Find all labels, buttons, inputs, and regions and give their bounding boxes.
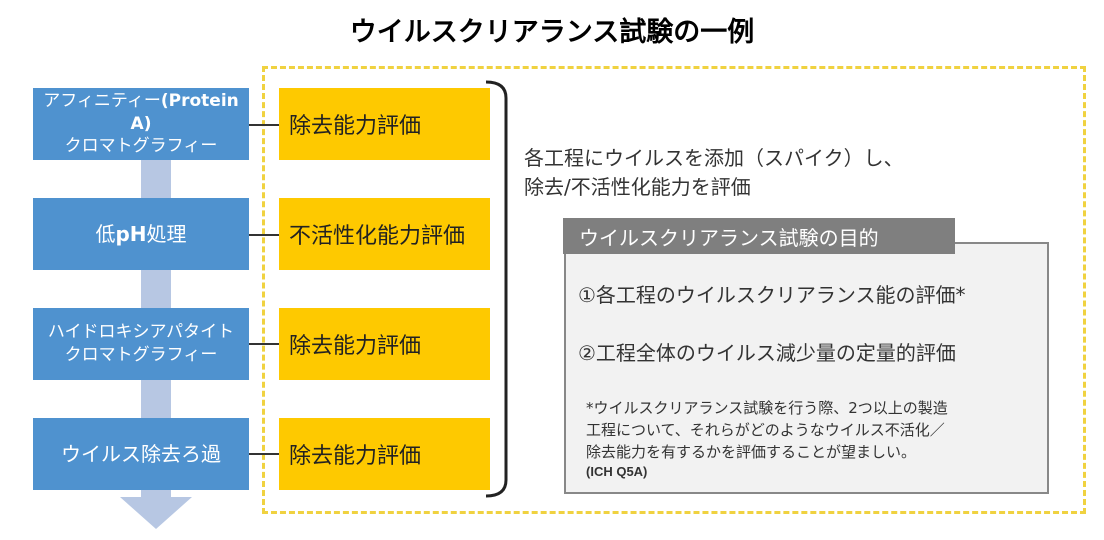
- spike-description-line2: 除去/不活性化能力を評価: [524, 175, 751, 199]
- connector-2: [249, 234, 279, 236]
- step-affinity-chromatography: アフィニティー(Protein A) クロマトグラフィー: [33, 88, 249, 160]
- note-reference: (ICH Q5A): [586, 464, 648, 480]
- eval-box-4: 除去能力評価: [279, 418, 490, 490]
- step-hydroxyapatite-chromatography: ハイドロキシアパタイト クロマトグラフィー: [33, 308, 249, 380]
- purpose-title: ウイルスクリアランス試験の目的: [563, 218, 955, 254]
- connector-4: [249, 453, 279, 455]
- step-2-label: 低pH処理: [95, 221, 186, 248]
- connector-1: [249, 124, 279, 126]
- purpose-item-1: ①各工程のウイルスクリアランス能の評価*: [578, 283, 966, 307]
- purpose-item-2: ②工程全体のウイルス減少量の定量的評価: [578, 341, 956, 365]
- note-line-1: *ウイルスクリアランス試験を行う際、2つ以上の製造: [586, 399, 948, 417]
- note-line-2: 工程について、それらがどのようなウイルス不活化／: [586, 420, 945, 439]
- eval-box-1: 除去能力評価: [279, 88, 490, 160]
- spike-description: 各工程にウイルスを添加（スパイク）し、 除去/不活性化能力を評価: [524, 144, 904, 202]
- note-line-3: 除去能力を有するかを評価することが望ましい。: [586, 442, 917, 461]
- step-1-line2: クロマトグラフィー: [64, 136, 218, 157]
- step-2-label-a: 低: [95, 221, 116, 246]
- diagram-title: ウイルスクリアランス試験の一例: [349, 17, 755, 48]
- purpose-note: *ウイルスクリアランス試験を行う際、2つ以上の製造 工程について、それらがどのよ…: [586, 398, 1046, 482]
- eval-box-2: 不活性化能力評価: [279, 198, 490, 270]
- step-2-label-c: 処理: [146, 221, 187, 246]
- step-1-line1-jp: アフィニティー: [43, 90, 161, 111]
- connector-3: [249, 343, 279, 345]
- evaluation-scope-frame: [262, 66, 1086, 514]
- step-virus-filtration: ウイルス除去ろ過: [33, 418, 249, 490]
- process-flow-arrow-head: [120, 497, 192, 529]
- step-3-line1: ハイドロキシアパタイト: [47, 322, 235, 343]
- step-4-label: ウイルス除去ろ過: [61, 441, 221, 466]
- step-1-line1-protein: (Protein A): [130, 90, 239, 134]
- eval-box-3: 除去能力評価: [279, 308, 490, 380]
- step-2-label-ph: pH: [115, 221, 147, 246]
- purpose-box: [564, 242, 1049, 494]
- spike-description-line1: 各工程にウイルスを添加（スパイク）し、: [524, 146, 904, 170]
- right-bracket: [485, 80, 508, 498]
- step-1-line1: アフィニティー(Protein A): [33, 90, 249, 136]
- step-low-ph-treatment: 低pH処理: [33, 198, 249, 270]
- step-3-line2: クロマトグラフィー: [64, 345, 218, 365]
